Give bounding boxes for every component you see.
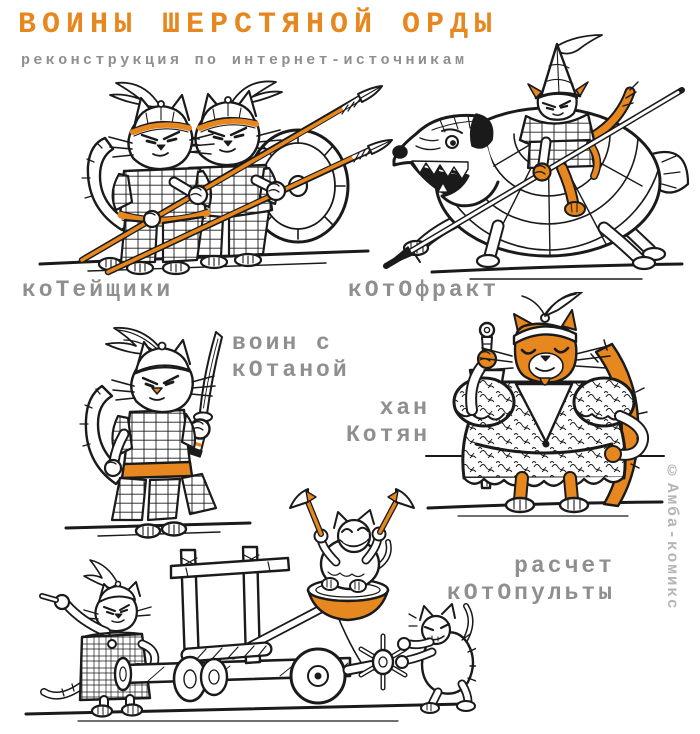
- figure-label-cataphract: кОтОфракт: [348, 277, 499, 304]
- winch-cat: [395, 603, 476, 714]
- winch-wheel: [358, 633, 408, 691]
- figure-label-spearmen: коТейщики: [22, 277, 173, 304]
- figure-label-line: кОтОпульты: [446, 579, 615, 606]
- axe-left: [289, 488, 324, 537]
- khan-body: [452, 348, 649, 514]
- page-title: ВОИНЫ ШЕРСТЯНОЙ ОРДЫ: [18, 8, 499, 42]
- spearmen-illustration: [38, 80, 393, 276]
- figure-label-catapult-crew: расчет кОтОпульты: [414, 553, 615, 606]
- cheering-cat-in-bucket: [289, 488, 415, 593]
- catapult-machine: [113, 545, 408, 705]
- spears: [78, 85, 393, 276]
- figure-label-line: расчет: [514, 553, 615, 579]
- figure-label-katana-warrior: воин с кОтаной: [232, 330, 350, 383]
- figure-label-khan: хан Котян: [299, 395, 430, 448]
- khan-head: [479, 292, 611, 386]
- catapult-illustration: [24, 488, 476, 722]
- commander-cat: [39, 559, 160, 718]
- lance: [383, 87, 685, 269]
- katana-warrior-illustration: [64, 326, 252, 539]
- samurai-head: [105, 326, 216, 414]
- figure-label-line: хан: [379, 395, 430, 421]
- khan-illustration: [425, 292, 665, 517]
- figure-label-line: Котян: [345, 421, 430, 448]
- axe-right: [377, 488, 415, 535]
- artist-watermark: ©Амба-комикс: [663, 463, 681, 611]
- spearman-left: [81, 81, 215, 276]
- figure-label-line: кОтОфракт: [348, 277, 500, 303]
- page-subtitle: реконструкция по интернет-источникам: [21, 52, 468, 69]
- figure-label-line: коТейщики: [22, 277, 174, 303]
- cataphract-illustration: [383, 34, 690, 280]
- samurai-body: [103, 408, 218, 539]
- figure-label-line: воин с: [232, 330, 333, 356]
- figure-label-line: кОтаной: [232, 356, 350, 383]
